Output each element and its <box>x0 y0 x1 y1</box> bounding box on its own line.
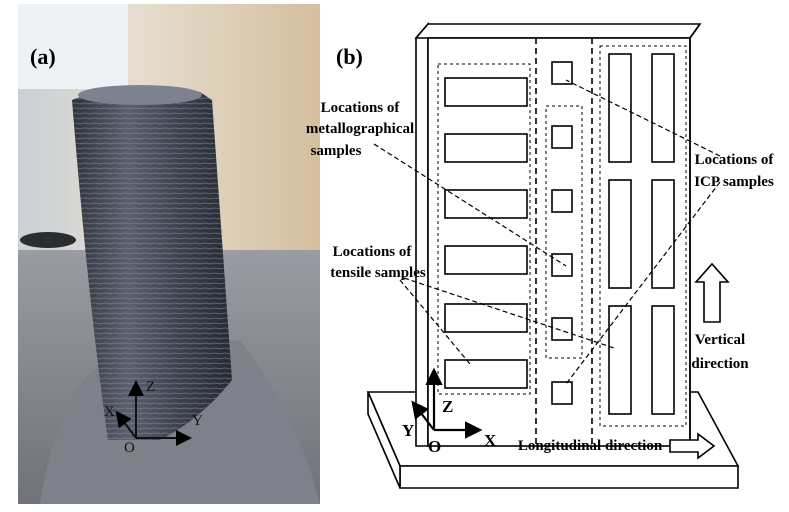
vertical-sample-1 <box>608 53 632 163</box>
vertical-annotation-line-2: direction <box>691 356 749 372</box>
wall-top-face <box>414 23 702 39</box>
tensile-sample-3 <box>444 189 528 219</box>
vertical-sample-5 <box>608 305 632 415</box>
schematic <box>366 21 740 489</box>
tensile-sample-6 <box>444 359 528 389</box>
vertical-direction-arrow <box>694 262 730 323</box>
photo-x-axis <box>115 410 137 439</box>
vertical-sample-4 <box>651 179 675 289</box>
wall-top-edge <box>689 23 701 39</box>
tensile-annotation-line-1: Locations of <box>333 244 413 260</box>
tensile-sample-5 <box>444 303 528 333</box>
vertical-sample-6 <box>651 305 675 415</box>
schematic-axis-z-label: Z <box>442 397 453 416</box>
leader-icp-2 <box>565 181 721 385</box>
tensile-annotation-line-2: tensile samples <box>330 265 426 281</box>
metallographic-annotation-line-3: samples <box>311 143 362 159</box>
photo-wall-layers <box>72 88 232 440</box>
metallographic-sample-2 <box>551 189 573 213</box>
leader-tensile-1 <box>399 279 471 365</box>
tensile-sample-1 <box>444 77 528 107</box>
vertical-annotation-line-1: Vertical <box>695 332 745 348</box>
icp-annotation-line-2: ICP samples <box>694 174 774 190</box>
photo-axis-y-label: Y <box>192 413 203 429</box>
metallographic-sample-3 <box>551 253 573 277</box>
panel-a-photo: Z X Y O <box>18 4 320 504</box>
schematic-annotations: Locations of metallographical samples Lo… <box>306 100 775 456</box>
icp-sample-bottom <box>551 381 573 405</box>
leader-icp-1 <box>565 79 721 157</box>
icp-sample-top <box>551 61 573 85</box>
photo-hole <box>20 232 76 248</box>
tensile-sample-2 <box>444 133 528 163</box>
schematic-y-axis <box>411 400 435 431</box>
panel-b-label: (b) <box>336 44 363 69</box>
photo-window <box>18 4 128 89</box>
icp-annotation-line-1: Locations of <box>695 152 775 168</box>
leader-metallographic <box>373 143 567 267</box>
schematic-axis-origin-label: O <box>428 437 441 456</box>
leader-tensile-2 <box>403 277 615 349</box>
vertical-sample-3 <box>608 179 632 289</box>
metallographic-sample-1 <box>551 125 573 149</box>
schematic-axis-x-label: X <box>484 431 497 450</box>
metallographic-annotation-line-1: Locations of <box>321 100 401 116</box>
longitudinal-direction-arrow <box>669 432 716 460</box>
metallographic-group-box <box>545 105 583 359</box>
longitudinal-annotation: Longitudinal direction <box>518 438 663 454</box>
metallographic-annotation-line-2: metallographical <box>306 121 414 137</box>
schematic-axis-y-label: Y <box>402 421 414 440</box>
vertical-sample-2 <box>651 53 675 163</box>
tensile-group-box <box>437 63 531 395</box>
photo-axis-z-label: Z <box>146 379 155 395</box>
substrate-side-face <box>367 391 401 489</box>
photo-axis-x-label: X <box>104 404 115 420</box>
wall-front-face <box>427 37 691 447</box>
tensile-sample-4 <box>444 245 528 275</box>
photo-axis-origin-label: O <box>124 440 135 456</box>
photo-wall-top <box>78 85 202 105</box>
wall-side-face <box>415 21 429 447</box>
metallographic-sample-4 <box>551 317 573 341</box>
substrate-front-face <box>399 465 739 489</box>
right-group-box <box>599 45 687 427</box>
panel-a-label: (a) <box>30 44 56 69</box>
